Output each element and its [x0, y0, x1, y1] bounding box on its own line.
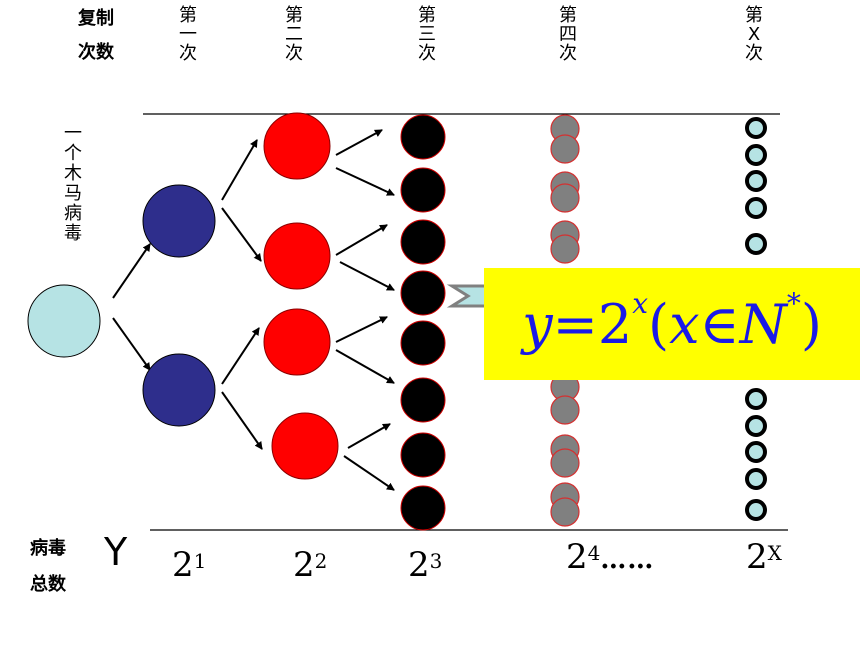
formula-close-paren: ) — [800, 292, 822, 356]
count-ellipsis: …… — [600, 545, 655, 575]
count-gen1: 21 — [172, 545, 206, 585]
generation-header-1: 第一次 — [179, 5, 197, 64]
formula-base: 2 — [597, 292, 633, 356]
gen3-virus-column — [400, 114, 446, 531]
virus-total-label-line1: 病毒 — [30, 538, 66, 559]
generation-header-x: 第X次 — [745, 5, 763, 64]
count-base: 2 — [408, 545, 430, 585]
virus-total-label: 病毒 总数 — [30, 538, 66, 596]
gen2-virus-circle — [271, 412, 339, 480]
arrows-generation-3 — [335, 129, 395, 491]
gen1-virus-circle — [142, 353, 216, 427]
count-base: 2 — [293, 545, 315, 585]
gen2-virus-circle — [263, 222, 331, 290]
formula-callout-pointer — [446, 284, 488, 308]
count-exponent: 1 — [193, 549, 207, 573]
count-base: 2 — [746, 537, 768, 577]
y-symbol: Y — [104, 530, 128, 574]
arrows-generation-1 — [112, 243, 151, 371]
virus-total-label-line2: 总数 — [30, 574, 66, 595]
formula-element-of: ∈ — [699, 292, 740, 356]
formula-set: N — [739, 292, 787, 356]
count-genX: 2X — [746, 537, 782, 577]
count-base: 2 — [172, 545, 194, 585]
generation-header-2: 第二次 — [285, 5, 303, 64]
replication-count-label-line2: 次数 — [78, 42, 114, 63]
genX-virus-column — [745, 117, 767, 521]
count-gen4: 24…… — [566, 537, 654, 580]
generation-header-3: 第三次 — [418, 5, 436, 64]
generation-header-4: 第四次 — [559, 5, 577, 64]
gen2-virus-circle — [263, 308, 331, 376]
formula-set-star: * — [786, 286, 801, 320]
arrows-generation-2 — [221, 139, 263, 450]
count-exponent: 2 — [314, 549, 328, 573]
replication-count-label-line1: 复制 — [78, 8, 114, 29]
formula-equals: = — [552, 292, 598, 356]
gen1-virus-circle — [142, 184, 216, 258]
count-exponent: 4 — [587, 541, 601, 565]
root-virus-circle — [27, 284, 101, 358]
formula-lhs: y — [522, 292, 553, 356]
count-gen2: 22 — [293, 545, 327, 585]
one-trojan-virus-label: 一个木马病毒 — [64, 123, 82, 244]
formula-open-paren: ( — [648, 292, 670, 356]
formula-variable: x — [669, 292, 700, 356]
count-base: 2 — [566, 537, 588, 577]
formula-exponent: x — [632, 286, 649, 320]
count-exponent: 3 — [429, 549, 443, 573]
exponential-formula: y=2x(x∈N*) — [522, 287, 822, 356]
replication-count-label: 复制 次数 — [78, 8, 114, 64]
count-exponent: X — [767, 541, 782, 565]
count-gen3: 23 — [408, 545, 442, 585]
formula-callout: y=2x(x∈N*) — [484, 268, 860, 380]
gen2-virus-circle — [263, 112, 331, 180]
